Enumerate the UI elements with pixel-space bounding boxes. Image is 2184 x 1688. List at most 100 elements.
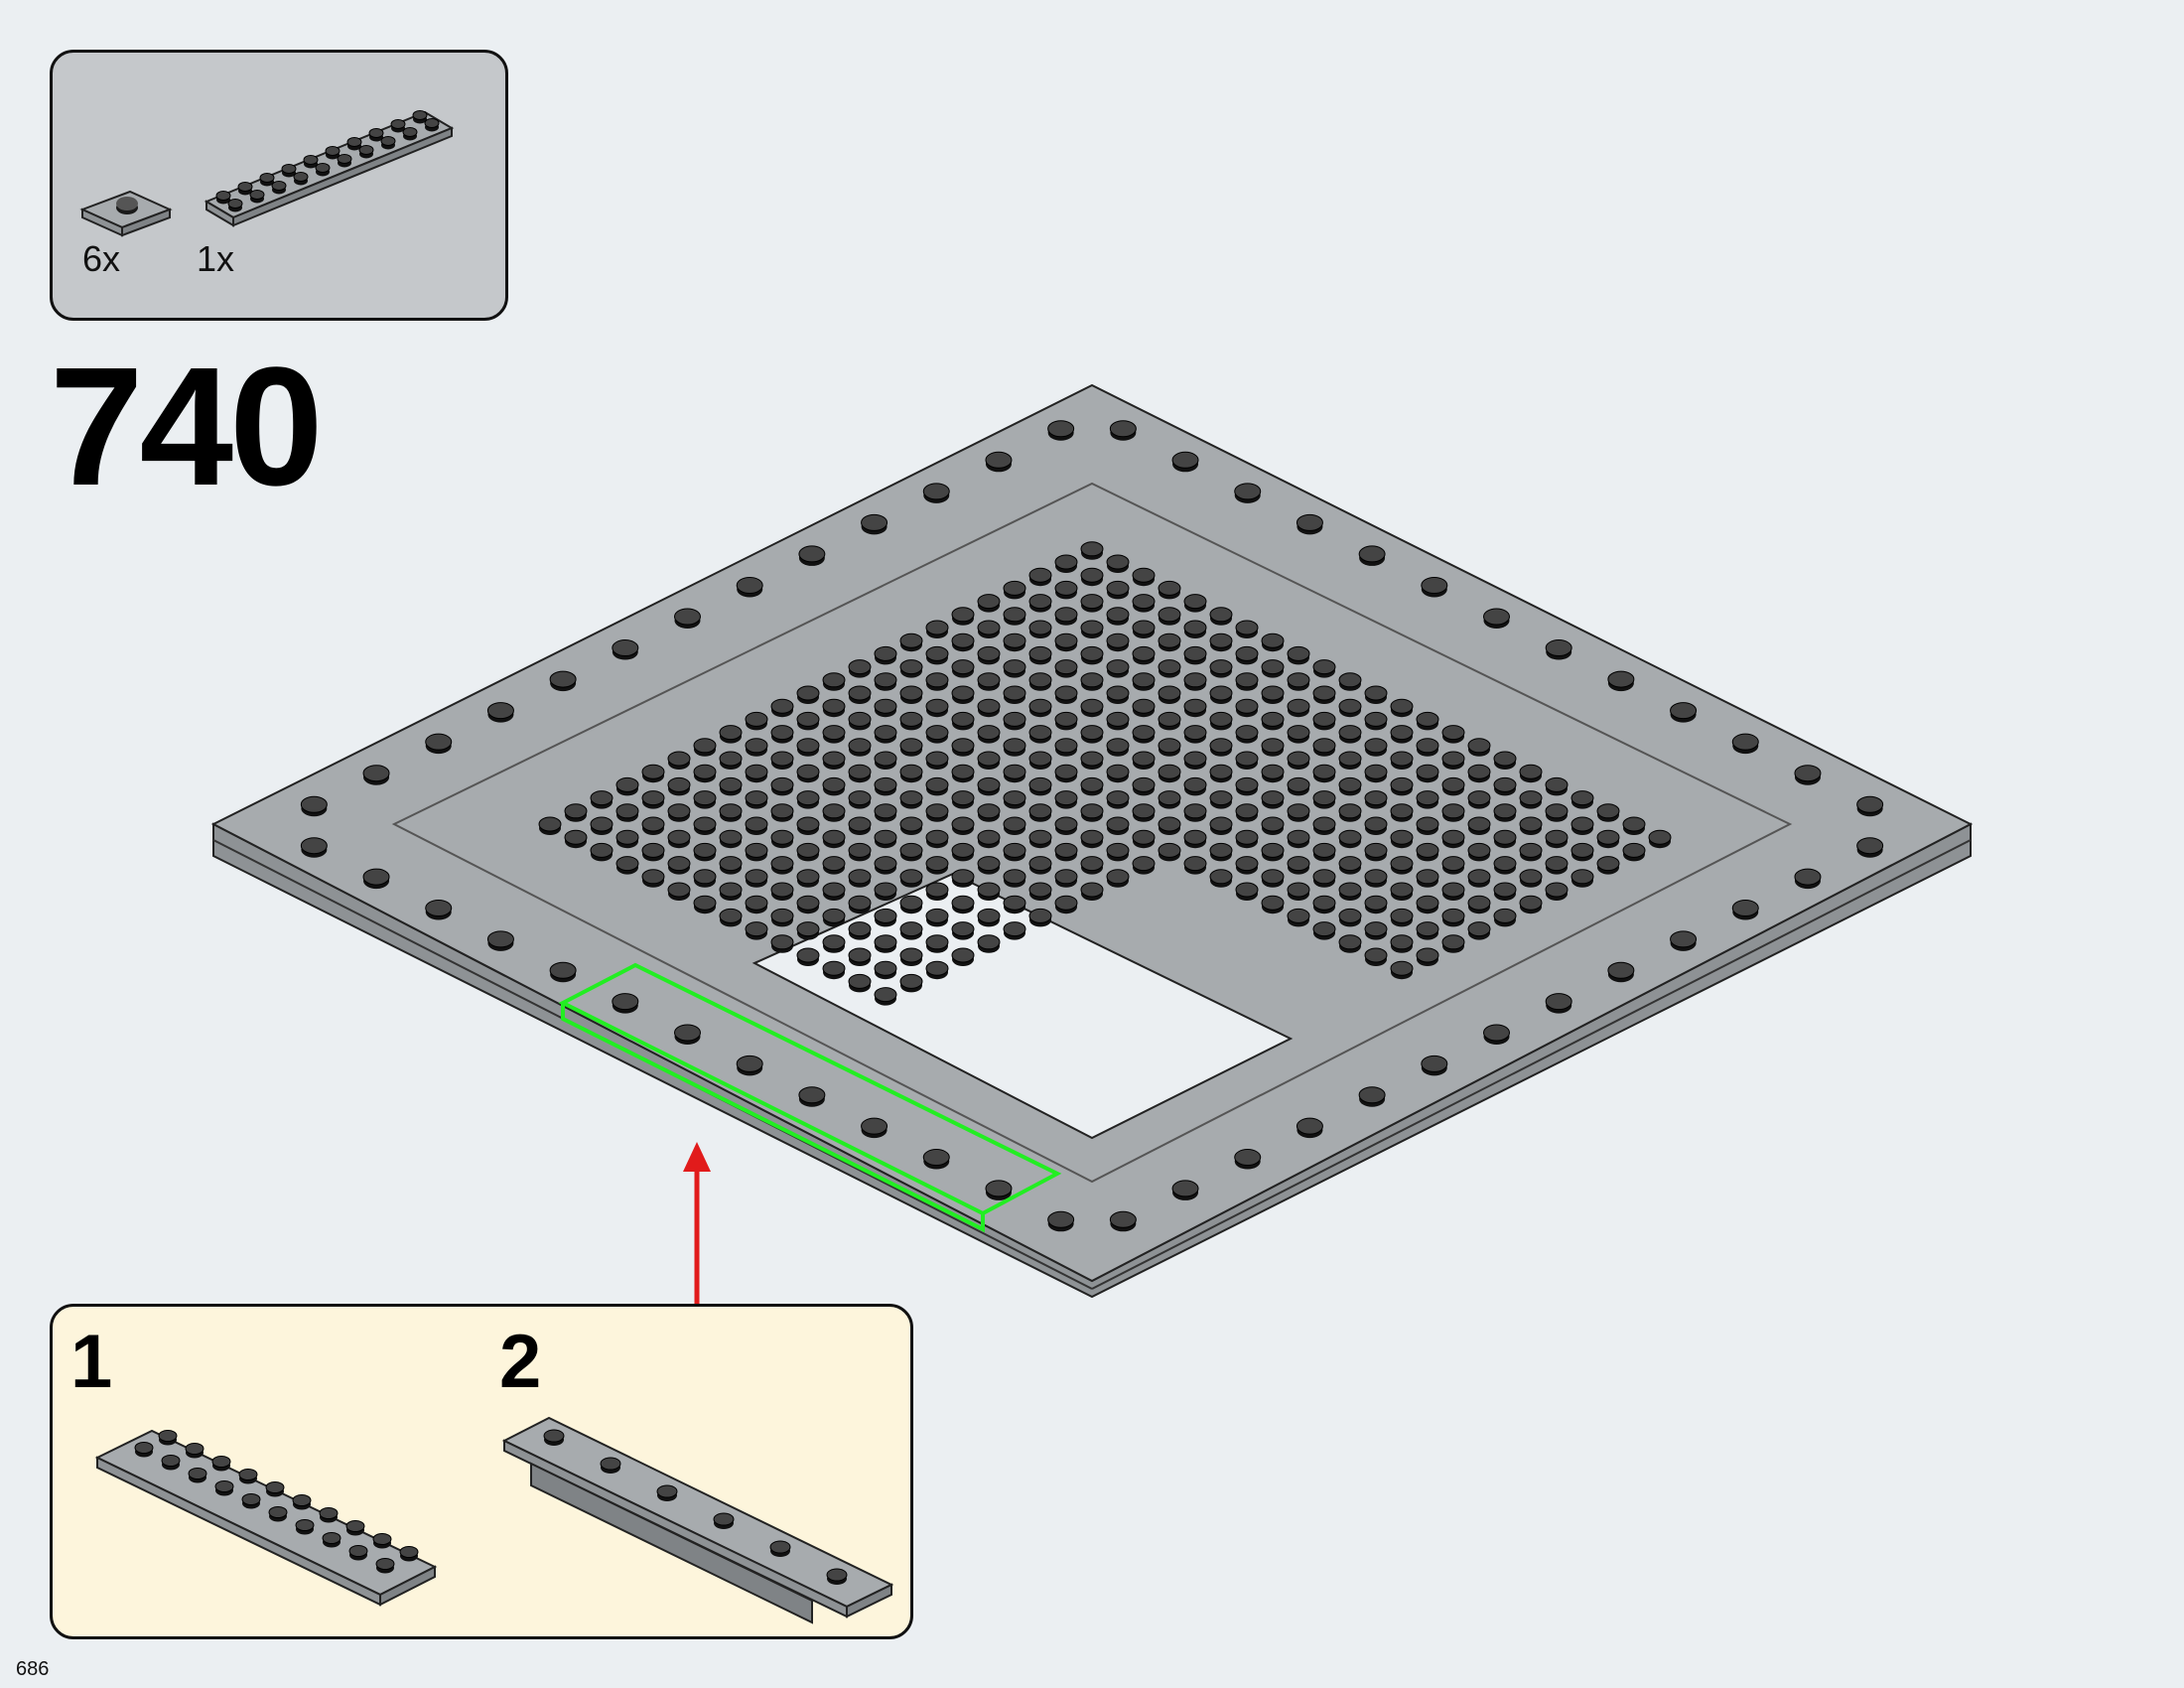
center-stud	[1106, 842, 1130, 862]
center-stud	[1364, 711, 1388, 731]
center-stud	[899, 685, 923, 704]
frame-stud	[425, 733, 453, 755]
sub-step-1-stud	[214, 1480, 234, 1496]
center-stud	[899, 895, 923, 914]
frame-stud	[1109, 1210, 1137, 1232]
sub-step-2-plate	[501, 1416, 894, 1624]
center-stud	[874, 934, 897, 953]
center-stud	[1416, 711, 1439, 731]
frame-stud	[1234, 483, 1262, 503]
center-stud	[1209, 633, 1233, 652]
center-stud	[1080, 698, 1104, 718]
center-stud	[925, 698, 949, 718]
center-stud	[1364, 842, 1388, 862]
center-stud	[719, 776, 743, 796]
center-stud	[1338, 908, 1362, 927]
center-stud	[770, 725, 794, 744]
center-stud	[1596, 803, 1620, 822]
part-stud	[424, 118, 440, 132]
center-stud	[1416, 947, 1439, 966]
center-stud	[693, 842, 717, 862]
center-stud	[1106, 685, 1130, 704]
center-stud	[1132, 803, 1156, 822]
center-stud	[1338, 803, 1362, 822]
center-stud	[874, 645, 897, 665]
frame-stud	[736, 576, 763, 598]
center-stud	[848, 816, 872, 835]
center-stud	[770, 698, 794, 718]
center-stud	[770, 934, 794, 953]
center-stud	[719, 829, 743, 849]
center-stud	[719, 725, 743, 744]
center-stud	[1390, 908, 1414, 927]
center-stud	[1287, 725, 1310, 744]
center-stud	[1416, 764, 1439, 783]
center-stud	[1570, 842, 1594, 862]
center-stud	[1545, 829, 1569, 849]
center-stud	[874, 960, 897, 980]
center-stud	[1570, 790, 1594, 809]
center-stud	[1054, 790, 1078, 809]
center-stud	[1183, 672, 1207, 691]
center-stud	[1338, 751, 1362, 770]
center-stud	[874, 751, 897, 770]
center-stud	[977, 803, 1001, 822]
center-stud	[1080, 751, 1104, 770]
sub-step-1-stud	[375, 1558, 395, 1574]
center-stud	[822, 908, 846, 927]
sub-step-1-stud	[295, 1519, 315, 1535]
center-stud	[1183, 698, 1207, 718]
center-stud	[1390, 725, 1414, 744]
frame-stud	[1607, 961, 1635, 983]
center-stud	[1261, 738, 1285, 757]
sub-step-1-stud	[348, 1545, 368, 1561]
center-stud	[951, 816, 975, 835]
center-stud	[1467, 842, 1491, 862]
center-stud	[1235, 856, 1259, 875]
center-stud	[899, 842, 923, 862]
center-stud	[1596, 856, 1620, 875]
center-stud	[1261, 633, 1285, 652]
center-stud	[1338, 829, 1362, 849]
center-stud	[1106, 659, 1130, 678]
frame-studs	[300, 420, 1884, 1232]
center-stud	[1287, 882, 1310, 901]
center-stud	[796, 738, 820, 757]
sub-step-1-stud	[319, 1507, 339, 1523]
frame-stud	[1545, 639, 1572, 660]
center-stud	[977, 672, 1001, 691]
center-stud	[1545, 803, 1569, 822]
center-stud	[1132, 645, 1156, 665]
center-stud	[874, 803, 897, 822]
frame-stud	[300, 795, 328, 817]
center-stud	[1003, 738, 1026, 757]
center-stud	[899, 659, 923, 678]
part-stud	[358, 145, 374, 159]
center-stud	[1519, 816, 1543, 835]
center-stud	[1312, 816, 1336, 835]
center-stud	[590, 842, 614, 862]
center-stud	[1054, 711, 1078, 731]
center-stud	[1235, 829, 1259, 849]
center-stud	[1028, 725, 1052, 744]
center-stud	[745, 764, 768, 783]
frame-stud	[1109, 420, 1137, 441]
center-stud	[1312, 685, 1336, 704]
center-stud	[1235, 725, 1259, 744]
center-stud	[1390, 776, 1414, 796]
frame-stud	[1545, 993, 1572, 1014]
frame-stud	[486, 702, 514, 723]
center-stud	[1003, 764, 1026, 783]
center-stud	[1261, 659, 1285, 678]
sub-step-1-stud	[399, 1546, 419, 1562]
center-stud	[874, 672, 897, 691]
center-stud	[848, 895, 872, 914]
center-stud	[925, 620, 949, 638]
center-stud	[1235, 645, 1259, 665]
center-stud	[1416, 842, 1439, 862]
center-stud	[1158, 711, 1181, 731]
center-stud	[925, 751, 949, 770]
center-stud	[1132, 594, 1156, 613]
center-stud	[1054, 842, 1078, 862]
center-stud	[951, 921, 975, 940]
